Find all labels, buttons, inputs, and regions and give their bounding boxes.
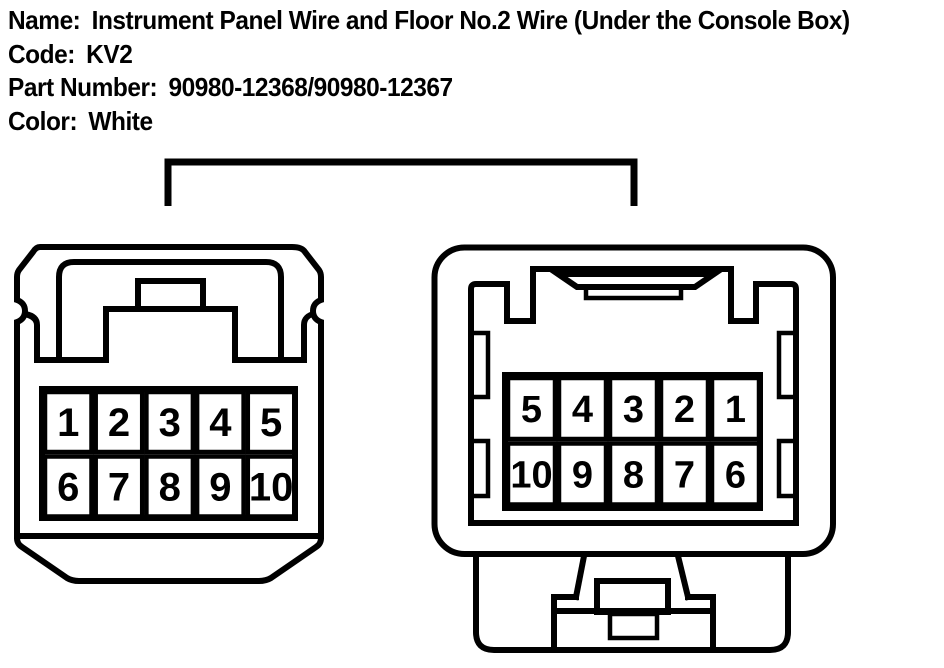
lock-extension-body <box>473 551 791 653</box>
name-row: Name: Instrument Panel Wire and Floor No.… <box>8 4 850 38</box>
part-number-value: 90980-12368/90980-12367 <box>168 72 453 102</box>
color-row: Color: White <box>8 105 850 139</box>
pin-number: 9 <box>572 455 593 497</box>
pin-number: 6 <box>57 466 79 510</box>
lock-button <box>594 578 671 615</box>
right-connector-rail <box>468 330 491 400</box>
pin-cell <box>709 375 762 442</box>
pin-number: 7 <box>108 466 130 510</box>
pin-cell <box>93 454 145 519</box>
pin-number: 2 <box>674 389 695 431</box>
color-label: Color: <box>8 105 78 136</box>
pin-number: 10 <box>510 455 552 497</box>
right-connector-rail <box>468 438 491 499</box>
pin-cell <box>658 375 711 442</box>
pin-number: 4 <box>209 401 232 445</box>
right-connector-latch-plate <box>548 271 724 290</box>
right-connector: 5 4 3 2 1 10 9 8 7 6 <box>431 244 836 653</box>
code-value: KV2 <box>86 38 133 69</box>
pin-cell <box>144 389 196 455</box>
pin-number: 2 <box>108 401 130 445</box>
pin-cell <box>607 441 660 507</box>
right-connector-rail <box>776 438 799 499</box>
left-connector-inner-collar <box>56 259 284 363</box>
lock-detent <box>607 611 660 641</box>
pin-number: 1 <box>57 401 79 445</box>
right-connector-shroud <box>468 266 799 526</box>
left-connector: 1 2 3 4 5 6 7 8 9 10 <box>14 244 324 584</box>
right-connector-latch-slot <box>583 284 684 301</box>
connector-pair-bracket <box>164 158 638 206</box>
pin-number: 8 <box>159 466 181 510</box>
pin-cell <box>505 375 558 442</box>
right-connector-rail <box>776 330 799 400</box>
pin-number: 7 <box>674 455 695 497</box>
pin-number: 10 <box>249 466 294 510</box>
pin-cell <box>194 389 246 455</box>
pin-cell <box>194 454 246 519</box>
pin-number: 5 <box>521 389 542 431</box>
connector-info-header: Name: Instrument Panel Wire and Floor No.… <box>8 4 850 138</box>
right-pin-grid: 5 4 3 2 1 10 9 8 7 6 <box>502 372 763 511</box>
pin-number: 4 <box>572 389 593 431</box>
pin-cell <box>144 454 196 519</box>
left-connector-side-clip-left <box>21 310 40 361</box>
pin-cell <box>607 375 660 442</box>
pin-number: 9 <box>209 466 231 510</box>
pin-number: 8 <box>623 455 644 497</box>
code-label: Code: <box>8 38 75 69</box>
pin-cell <box>42 389 94 455</box>
left-connector-outline <box>14 244 324 584</box>
pin-number: 3 <box>159 401 181 445</box>
left-connector-key-tab <box>135 278 206 312</box>
pin-cell <box>245 454 297 519</box>
pin-number: 6 <box>725 455 746 497</box>
color-value: White <box>88 105 153 136</box>
pin-number: 5 <box>260 401 282 445</box>
left-connector-side-clip-right <box>301 310 317 361</box>
pin-cell <box>709 441 762 507</box>
code-row: Code: KV2 <box>8 38 850 72</box>
lock-neck-left <box>572 552 588 601</box>
pin-cell <box>93 389 145 455</box>
right-connector-outline <box>431 244 836 557</box>
pin-number: 3 <box>623 389 644 431</box>
lock-neck-right <box>674 552 692 601</box>
pin-cell <box>42 454 94 519</box>
name-value: Instrument Panel Wire and Floor No.2 Wir… <box>91 5 850 35</box>
pin-number: 1 <box>725 389 746 431</box>
left-connector-collar-bottom <box>34 306 307 363</box>
part-number-label: Part Number: <box>8 72 158 102</box>
pin-cell <box>505 441 558 507</box>
right-connector-lock-extension <box>473 551 791 653</box>
pin-cell <box>245 389 297 455</box>
name-label: Name: <box>8 5 81 35</box>
pin-cell <box>658 441 711 507</box>
pin-cell <box>556 375 609 442</box>
left-pin-grid: 1 2 3 4 5 6 7 8 9 10 <box>39 386 298 521</box>
pin-cell <box>556 441 609 507</box>
part-number-row: Part Number: 90980-12368/90980-12367 <box>8 71 850 105</box>
